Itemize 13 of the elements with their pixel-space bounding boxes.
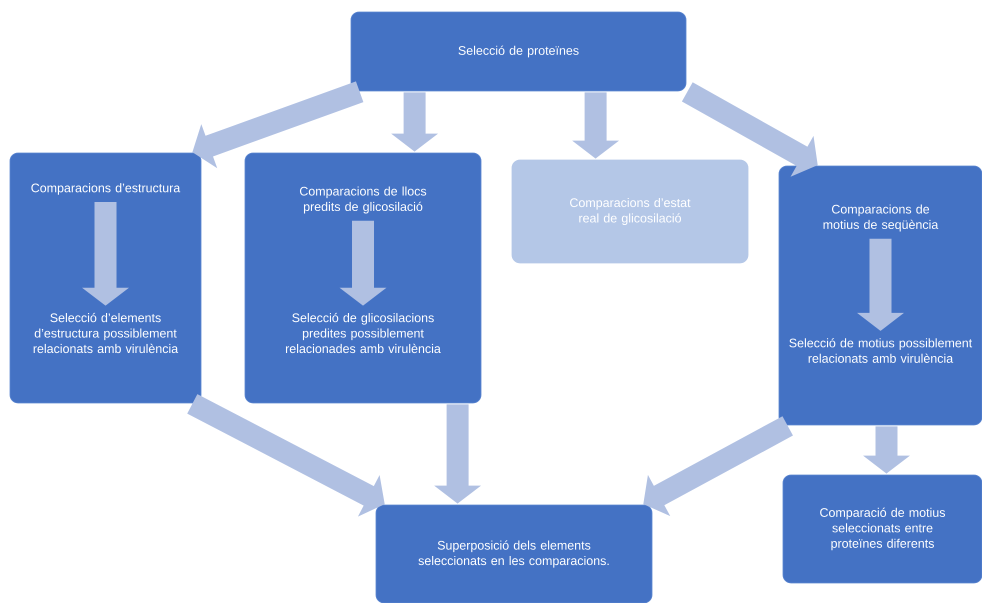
process-box: Comparació de motius seleccionats entre proteïnes diferents <box>782 474 982 584</box>
group-box <box>778 166 982 426</box>
step-text: Selecció d’elements d’estructura possiblement relacionats amb virulència <box>34 312 178 354</box>
step-text: Comparacions de motius de seqüència <box>824 204 938 232</box>
group-box <box>244 152 482 404</box>
process-box: Selecció de proteïnes <box>350 12 686 92</box>
step-text: Comparacions d’estructura <box>31 183 180 195</box>
group-box <box>10 152 202 404</box>
process-box: Comparacions d’estat real de glicosilació <box>512 160 748 264</box>
step-text: Selecció de glicosilacions predites possiblement relacionades amb virulència <box>286 312 441 354</box>
step-text: Comparacions de llocs predits de glicosilació <box>300 186 426 214</box>
step-text: Selecció de motius possiblement relacionats amb virulència <box>789 338 972 363</box>
process-box: Superposició dels elements seleccionats en les comparacions. <box>376 504 652 603</box>
